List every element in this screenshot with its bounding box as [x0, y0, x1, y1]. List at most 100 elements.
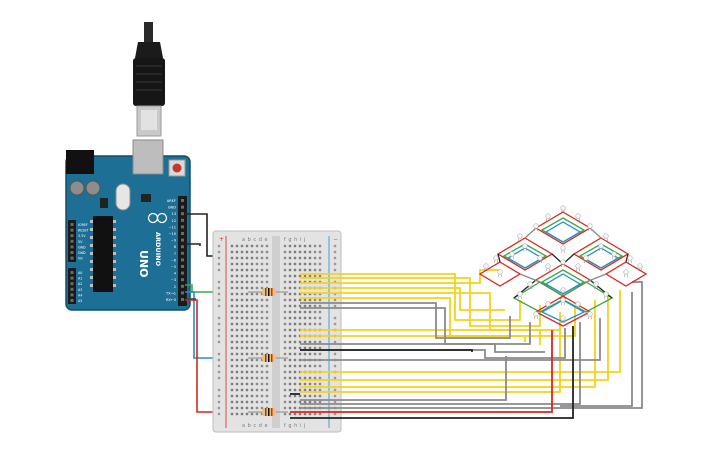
led-bulb[interactable]	[545, 263, 551, 269]
wires-breadboard-cube	[290, 269, 643, 419]
led-bulb[interactable]	[527, 281, 533, 287]
power-pin-label: Vin	[78, 257, 83, 261]
led-bulb[interactable]	[611, 251, 617, 257]
resistor[interactable]	[248, 354, 288, 362]
analog-pin-label: A2	[78, 282, 82, 286]
cube-leds	[483, 205, 643, 323]
yellow-wire[interactable]	[300, 269, 500, 284]
resistor[interactable]	[248, 288, 288, 296]
led-bulb[interactable]	[603, 233, 609, 239]
led-bulb[interactable]	[575, 301, 581, 307]
column-letters-left-bottom: a b c d e	[242, 423, 268, 429]
led-bulb[interactable]	[545, 301, 551, 307]
gray-wire[interactable]	[560, 292, 633, 407]
digital-pin-label: RX←0	[166, 298, 177, 302]
yellow-wire[interactable]	[300, 287, 505, 311]
led-bulb[interactable]	[575, 263, 581, 269]
reset-button-cap	[172, 163, 182, 173]
led-bulb[interactable]	[598, 243, 604, 249]
resistors	[248, 288, 288, 416]
black-wire[interactable]	[290, 326, 574, 419]
power-pin-label: GND	[78, 245, 86, 249]
capacitor	[69, 180, 85, 196]
breadboard[interactable]: + − a b c d e f g h i j a b c d e f g h …	[212, 230, 342, 433]
rail-minus-label: −	[333, 236, 338, 243]
led-bulb[interactable]	[560, 297, 566, 303]
led-bulb[interactable]	[483, 263, 489, 269]
led-bulb[interactable]	[560, 245, 566, 251]
led-bulb[interactable]	[522, 243, 528, 249]
led-bulb[interactable]	[603, 291, 609, 297]
led-bulb[interactable]	[533, 311, 539, 317]
digital-pin-label: ~9	[171, 239, 177, 243]
led-bulb[interactable]	[575, 213, 581, 219]
digital-pin-label: ~3	[171, 278, 176, 282]
digital-pin-label: ~5	[171, 265, 176, 269]
digital-pin-label: ~11	[168, 225, 176, 229]
gray-wire[interactable]	[300, 281, 643, 409]
column-letters-right: f g h i j	[284, 237, 306, 243]
led-bulb[interactable]	[493, 255, 499, 261]
capacitor	[85, 180, 101, 196]
black-wire[interactable]	[300, 349, 473, 352]
yellow-wire[interactable]	[300, 300, 596, 388]
digital-pin-label: AREF	[167, 199, 176, 203]
power-pin-label: 3.3V	[78, 234, 86, 238]
digital-pin-label: 2	[174, 285, 176, 289]
led-bulb[interactable]	[623, 269, 629, 275]
arduino-logo-text: ARDUINO	[154, 232, 162, 267]
resistor[interactable]	[248, 408, 288, 416]
analog-pin-label: A4	[78, 293, 82, 297]
analog-pin-label: A1	[78, 277, 82, 281]
analog-pin-label: A3	[78, 288, 82, 292]
led-bulb[interactable]	[497, 269, 503, 275]
led-bulb[interactable]	[560, 287, 566, 293]
yellow-wire[interactable]	[300, 296, 609, 381]
usb-chip	[141, 194, 151, 202]
led-bulb[interactable]	[560, 205, 566, 211]
gray-wire[interactable]	[300, 343, 545, 353]
analog-header[interactable]	[68, 268, 76, 304]
led-bulb[interactable]	[545, 213, 551, 219]
led-bulb[interactable]	[587, 223, 593, 229]
led-bulb[interactable]	[560, 315, 566, 321]
crystal-oscillator	[115, 183, 131, 211]
yellow-wire[interactable]	[300, 329, 541, 345]
led-bulb[interactable]	[533, 223, 539, 229]
digital-pin-label: ~6	[171, 258, 177, 262]
power-pin-label: RESET	[78, 229, 90, 233]
yellow-wire[interactable]	[300, 335, 526, 342]
red-wire[interactable]	[290, 330, 553, 413]
column-letters-left: a b c d e	[242, 237, 268, 243]
analog-pin-label: A0	[78, 271, 82, 275]
breadboard-center-channel	[272, 236, 280, 428]
yellow-wire[interactable]	[300, 290, 621, 373]
led-bulb[interactable]	[593, 281, 599, 287]
black-wire[interactable]	[185, 243, 201, 246]
gray-wire[interactable]	[300, 322, 581, 405]
led-bulb[interactable]	[560, 259, 566, 265]
led-bulb[interactable]	[517, 233, 523, 239]
led-bulb[interactable]	[537, 255, 543, 261]
digital-header[interactable]	[178, 196, 187, 306]
gray-wire[interactable]	[300, 318, 601, 361]
gray-wire[interactable]	[300, 356, 507, 401]
led-bulb[interactable]	[583, 255, 589, 261]
led-bulb[interactable]	[637, 263, 643, 269]
gray-wire[interactable]	[300, 302, 511, 339]
led-cube[interactable]	[478, 205, 648, 327]
led-bulb[interactable]	[587, 311, 593, 317]
digital-pin-label: 4	[174, 272, 177, 276]
led-bulb[interactable]	[627, 255, 633, 261]
digital-pin-label: 13	[171, 212, 176, 216]
yellow-wire[interactable]	[300, 320, 561, 393]
led-bulb[interactable]	[509, 251, 515, 257]
yellow-wire[interactable]	[300, 277, 541, 327]
digital-pin-label: GND	[168, 206, 176, 210]
led-bulb[interactable]	[517, 291, 523, 297]
column-letters-right-bottom: f g h i j	[284, 423, 306, 429]
yellow-wire[interactable]	[300, 273, 521, 321]
